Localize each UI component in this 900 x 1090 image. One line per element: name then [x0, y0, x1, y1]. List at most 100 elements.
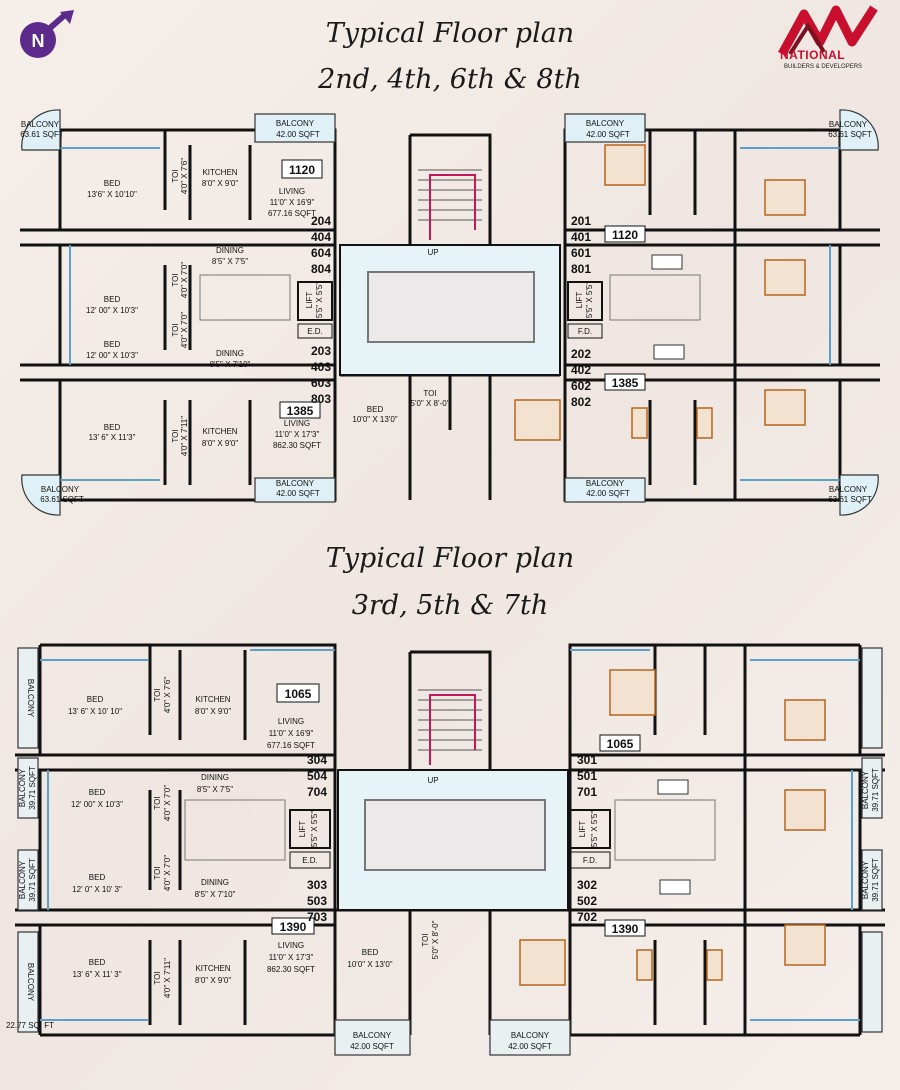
- logo-brand: NATIONAL: [780, 48, 846, 62]
- living-t-name: LIVING: [278, 717, 304, 726]
- balcony-br2-area: 63.61 SQFT: [828, 495, 872, 504]
- balcony-bc2: BALCONY: [511, 1031, 550, 1040]
- bed-bl-size: 13' 6" X 11' 3": [72, 970, 121, 979]
- bed-tl-size: 13'6" X 10'10": [87, 190, 137, 199]
- area-a-right: 1120: [612, 228, 638, 242]
- living-b-area: 862.30 SQFT: [267, 965, 315, 974]
- living-t-area: 677.16 SQFT: [267, 741, 315, 750]
- unit-tr-2: 501: [577, 769, 597, 783]
- toi-3: TOI: [171, 323, 180, 336]
- balcony-tc-label: BALCONY: [276, 119, 315, 128]
- bed-ml2-name: BED: [89, 873, 106, 882]
- balcony-br-area: 42.00 SQFT: [586, 489, 630, 498]
- stairs-up-label: UP: [427, 776, 438, 785]
- area-a-left: 1065: [285, 687, 312, 701]
- toi-2: TOI: [171, 273, 180, 286]
- bed-tl-name: BED: [104, 179, 121, 188]
- kitchen-b-name: KITCHEN: [195, 964, 230, 973]
- toi-3: TOI: [153, 866, 162, 879]
- north-compass-icon: N: [20, 10, 74, 58]
- balcony-side-r2-area: 39.71 SQFT: [871, 858, 880, 902]
- balcony-side-r1-area: 39.71 SQFT: [871, 768, 880, 812]
- unit-bl-2: 403: [311, 360, 331, 374]
- balcony-tr2-label: BALCONY: [829, 120, 868, 129]
- unit-tl-1: 204: [311, 214, 331, 228]
- kitchen-b-size: 8'0" X 9'0": [195, 976, 231, 985]
- floor-plan-a: BALCONY 63.61 SQFT BALCONY 42.00 SQFT BA…: [20, 109, 880, 516]
- toi-1: TOI: [171, 169, 180, 182]
- toi-2-size: 4'0" X 7'0": [180, 262, 189, 298]
- living-t-name: LIVING: [279, 187, 305, 196]
- lift-right-size: 5'5" X 5'5": [585, 282, 594, 318]
- unit-bl-1: 303: [307, 878, 327, 892]
- area-b-right: 1390: [612, 922, 639, 936]
- toi-c: TOI: [421, 933, 430, 946]
- dining-b-name: DINING: [216, 349, 244, 358]
- dining-b-name: DINING: [201, 878, 229, 887]
- balcony-side-r2: BALCONY: [861, 860, 870, 899]
- bed-ml2-size: 12' 0" X 10' 3": [72, 885, 122, 894]
- unit-tl-3: 604: [311, 246, 331, 260]
- area-a-right: 1065: [607, 737, 634, 751]
- dining-t-name: DINING: [216, 246, 244, 255]
- unit-tr-2: 401: [571, 230, 591, 244]
- bed-ml1-size: 12' 00" X 10'3": [86, 306, 138, 315]
- living-b-size: 11'0" X 17'3": [269, 953, 314, 962]
- area-b-left: 1390: [280, 920, 307, 934]
- balcony-tc-area: 42.00 SQFT: [276, 130, 320, 139]
- balcony-tr-label: BALCONY: [586, 119, 625, 128]
- lift-left: LIFT: [298, 821, 307, 838]
- living-t-size: 11'0" X 16'9": [270, 198, 315, 207]
- balcony-bc-area: 42.00 SQFT: [276, 489, 320, 498]
- dining-t-name: DINING: [201, 773, 229, 782]
- balcony-side-r1: BALCONY: [861, 770, 870, 809]
- balcony-br-label: BALCONY: [586, 479, 625, 488]
- toi-1: TOI: [153, 688, 162, 701]
- plan-a-title-line2: 2nd, 4th, 6th & 8th: [318, 64, 582, 95]
- lift-right-size: 5'5" X 5'5": [590, 811, 599, 847]
- floor-plan-b: BALCONY 22.77 SQ. FT BALCONY 22.77 SQ. F…: [6, 643, 885, 1056]
- plan-b-title-line2: 3rd, 5th & 7th: [351, 590, 549, 621]
- toi-2: TOI: [153, 796, 162, 809]
- bed-bl-size: 13' 6" X 11'3": [89, 433, 136, 442]
- logo-tagline: BUILDERS & DEVELOPERS: [784, 64, 863, 70]
- unit-bl-4: 803: [311, 392, 331, 406]
- bed-bl-name: BED: [89, 958, 106, 967]
- unit-tr-3: 601: [571, 246, 591, 260]
- balcony-br2-label: BALCONY: [829, 485, 868, 494]
- unit-tr-3: 701: [577, 785, 597, 799]
- kitchen-t-name: KITCHEN: [195, 695, 230, 704]
- furniture-icon: [514, 144, 806, 441]
- unit-tl-3: 704: [307, 785, 327, 799]
- balcony-bc1-area: 42.00 SQFT: [350, 1042, 394, 1051]
- bed-tl-size: 13' 6" X 10' 10": [68, 707, 122, 716]
- bed-bl-name: BED: [104, 423, 121, 432]
- toi-4-size: 4'0" X 7'11": [163, 958, 172, 998]
- balcony-edge-bl-area: 22.77 SQ. FT: [6, 1021, 54, 1030]
- unit-tl-1: 304: [307, 753, 327, 767]
- toi-2-size: 4'0" X 7'0": [163, 785, 172, 821]
- toi-3-size: 4'0" X 7'0": [163, 855, 172, 891]
- living-b-name: LIVING: [278, 941, 304, 950]
- balcony-edge-tl: BALCONY: [26, 679, 35, 718]
- lift-left-size: 5'5" X 5'5": [315, 282, 324, 318]
- unit-br-3: 602: [571, 379, 591, 393]
- lift-right: LIFT: [578, 821, 587, 838]
- balcony-tr-area: 42.00 SQFT: [586, 130, 630, 139]
- lift-left-size: 5'5" X 5'5": [310, 811, 319, 847]
- area-a-top: 1120: [289, 163, 315, 177]
- ed-label: E.D.: [302, 856, 318, 865]
- kitchen-t-size: 8'0" X 9'0": [202, 179, 238, 188]
- bed-ml1-name: BED: [104, 295, 121, 304]
- bed-c-name: BED: [362, 948, 379, 957]
- unit-br-2: 502: [577, 894, 597, 908]
- toi-c-size: 5'0" X 8'-0": [411, 399, 450, 408]
- toi-4: TOI: [171, 429, 180, 442]
- balcony-bl-label: BALCONY: [41, 485, 80, 494]
- balcony-tl-label: BALCONY: [21, 120, 60, 129]
- dining-t-size: 8'5" X 7'5": [212, 257, 248, 266]
- unit-br-1: 302: [577, 878, 597, 892]
- dining-b-size: 8'5" X 7'10": [210, 360, 251, 369]
- balcony-bl-area: 63.61 SQFT: [40, 495, 84, 504]
- stairs-up-label: UP: [427, 248, 438, 257]
